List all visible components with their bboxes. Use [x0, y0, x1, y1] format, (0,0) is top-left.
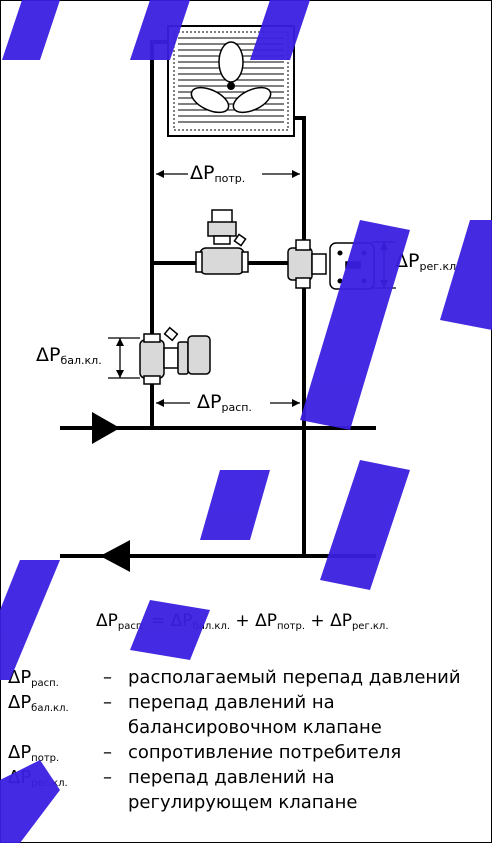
legend-description: располагаемый перепад давлений: [128, 667, 461, 688]
supply-flow-arrow-icon: [92, 412, 120, 444]
legend-symbol: ΔPбал.кл.: [8, 692, 69, 714]
partner-valve-icon: [195, 209, 249, 275]
legend-dash: –: [103, 692, 112, 713]
legend-description: перепад давлений на: [128, 767, 335, 788]
control-valve-icon: [287, 239, 375, 290]
legend-description: регулирующем клапане: [128, 792, 358, 813]
fan-coil-icon: [167, 25, 295, 137]
legend-description: перепад давлений на: [128, 692, 335, 713]
label-dp-regkl: ΔPрег.кл.: [395, 250, 460, 273]
legend-dash: –: [103, 667, 112, 688]
balancing-valve-icon: [139, 326, 211, 385]
legend-symbol: ΔPпотр.: [8, 742, 60, 764]
pressure-balance-equation: ΔPрасп. = ΔPбал.кл. + ΔPпотр. + ΔPрег.кл…: [96, 611, 389, 632]
right-riser-pipe: [292, 116, 306, 556]
legend-dash: –: [103, 742, 112, 763]
legend-dash: –: [103, 767, 112, 788]
label-dp-potr: ΔPпотр.: [190, 162, 246, 185]
label-dp-rasp: ΔPрасп.: [197, 391, 252, 414]
label-dp-balkl: ΔPбал.кл.: [36, 344, 102, 367]
return-flow-arrow-icon: [100, 540, 130, 572]
legend-description: балансировочном клапане: [128, 717, 382, 738]
legend-description: сопротивление потребителя: [128, 742, 402, 763]
